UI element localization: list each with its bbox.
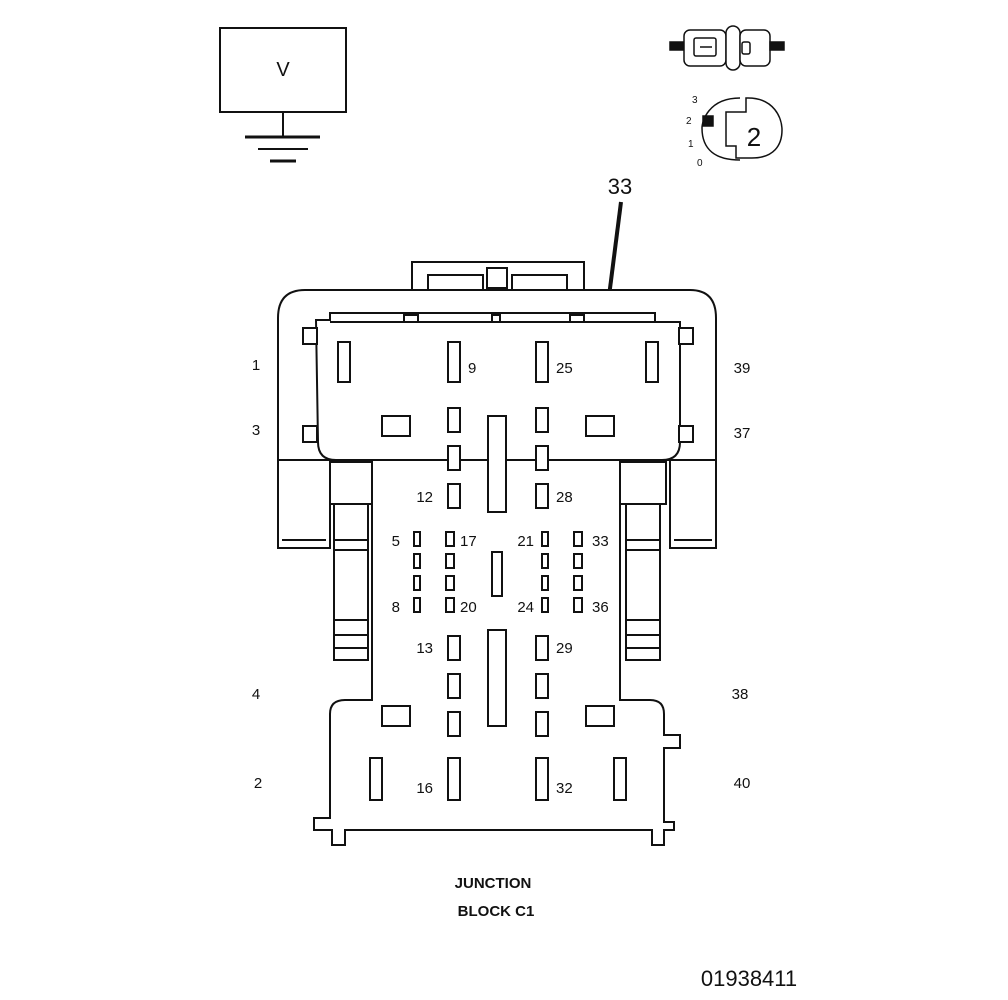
pin-label: 39 bbox=[734, 360, 751, 377]
pin-label: 33 bbox=[592, 533, 609, 550]
pin-label: 17 bbox=[460, 533, 477, 550]
pin-label: 36 bbox=[592, 599, 609, 616]
pin-label: 12 bbox=[416, 489, 433, 506]
callout-label: 33 bbox=[608, 174, 632, 199]
pin-label: 24 bbox=[517, 599, 534, 616]
switch-selected-position: 2 bbox=[747, 122, 761, 152]
voltmeter-symbol bbox=[219, 27, 347, 163]
pin-label: 21 bbox=[517, 533, 534, 550]
voltmeter-label: V bbox=[276, 59, 290, 81]
pin-label: 8 bbox=[392, 599, 400, 616]
pin-label: 28 bbox=[556, 489, 573, 506]
diagram-code: 01938411 bbox=[701, 966, 797, 991]
connector-housing bbox=[277, 261, 717, 846]
pin-label: 16 bbox=[416, 780, 433, 797]
pin-label: 5 bbox=[392, 533, 400, 550]
pin-label: 3 bbox=[252, 422, 260, 439]
pin-label: 29 bbox=[556, 640, 573, 657]
pin-label: 40 bbox=[734, 775, 751, 792]
pin-label: 2 bbox=[254, 775, 262, 792]
pin-label: 20 bbox=[460, 599, 477, 616]
connector-caption-line1: JUNCTION bbox=[455, 875, 532, 892]
pin-label: 9 bbox=[468, 360, 476, 377]
pin-labels: 1 3 4 2 39 37 38 40 9 25 12 28 5 17 21 3… bbox=[252, 357, 751, 797]
pin-label: 25 bbox=[556, 360, 573, 377]
switch-position-1: 1 bbox=[688, 139, 694, 150]
pin-label: 32 bbox=[556, 780, 573, 797]
pin-label: 38 bbox=[732, 686, 749, 703]
switch-position-3: 3 bbox=[692, 95, 698, 106]
switch-position-0: 0 bbox=[697, 158, 703, 169]
pin-label: 37 bbox=[734, 425, 751, 442]
ignition-key-icon bbox=[669, 25, 785, 71]
pin-label: 4 bbox=[252, 686, 260, 703]
pin-label: 13 bbox=[416, 640, 433, 657]
ignition-switch-icon bbox=[701, 97, 783, 161]
connector-caption-line2: BLOCK C1 bbox=[458, 903, 535, 920]
switch-position-2: 2 bbox=[686, 116, 692, 127]
pin-label: 1 bbox=[252, 357, 260, 374]
